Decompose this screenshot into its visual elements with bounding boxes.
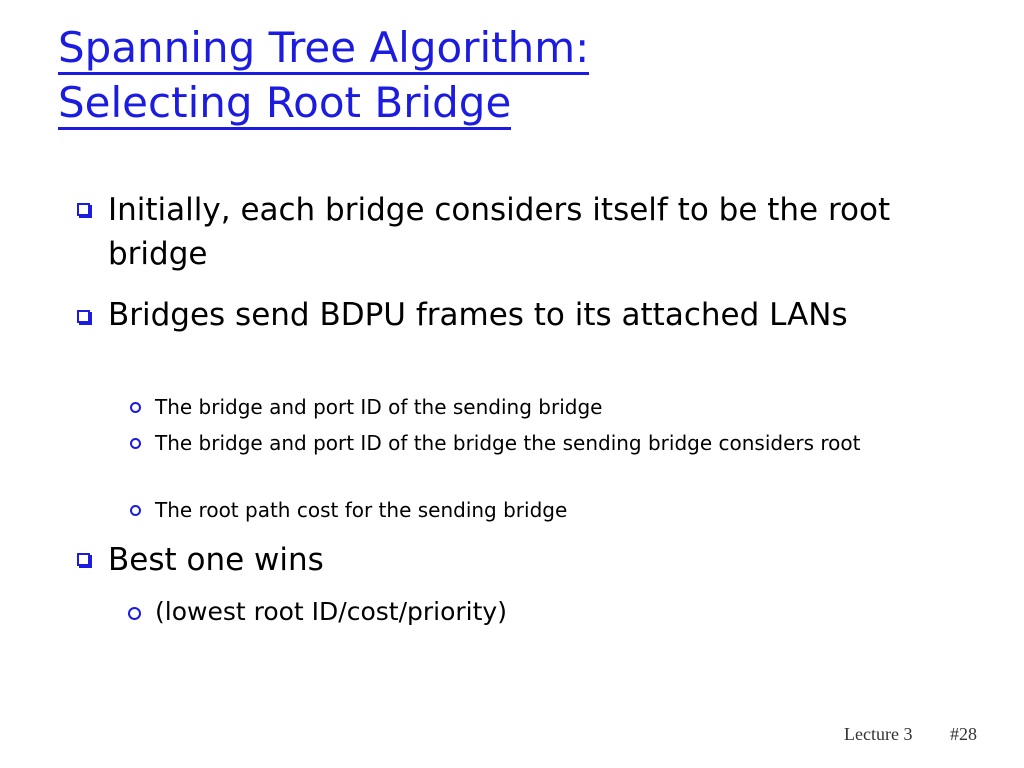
sub-bullet-3-1: (lowest root ID/cost/priority) bbox=[155, 597, 507, 626]
square-bullet-icon bbox=[77, 203, 90, 216]
sub-bullet-2-1: The bridge and port ID of the sending br… bbox=[155, 395, 603, 419]
square-bullet-icon bbox=[77, 310, 90, 323]
bullet-3: Best one wins bbox=[108, 542, 324, 578]
circle-bullet-icon bbox=[130, 505, 141, 516]
footer-page-number: #28 bbox=[950, 724, 977, 744]
circle-bullet-icon bbox=[130, 438, 141, 449]
footer-lecture: Lecture 3 bbox=[844, 724, 913, 744]
title-line-2: Selecting Root Bridge bbox=[58, 79, 512, 130]
bullet-1: Initially, each bridge considers itself … bbox=[108, 192, 891, 272]
sub-bullet-2-2: The bridge and port ID of the bridge the… bbox=[155, 431, 861, 455]
title-line-1: Spanning Tree Algorithm: bbox=[58, 24, 590, 75]
bullet-2: Bridges send BDPU frames to its attached… bbox=[108, 297, 848, 333]
circle-bullet-icon bbox=[130, 402, 141, 413]
square-bullet-icon bbox=[77, 553, 90, 566]
circle-bullet-icon bbox=[128, 607, 141, 620]
sub-bullet-2-3: The root path cost for the sending bridg… bbox=[155, 498, 568, 522]
slide-title: Spanning Tree Algorithm: Selecting Root … bbox=[58, 22, 590, 132]
